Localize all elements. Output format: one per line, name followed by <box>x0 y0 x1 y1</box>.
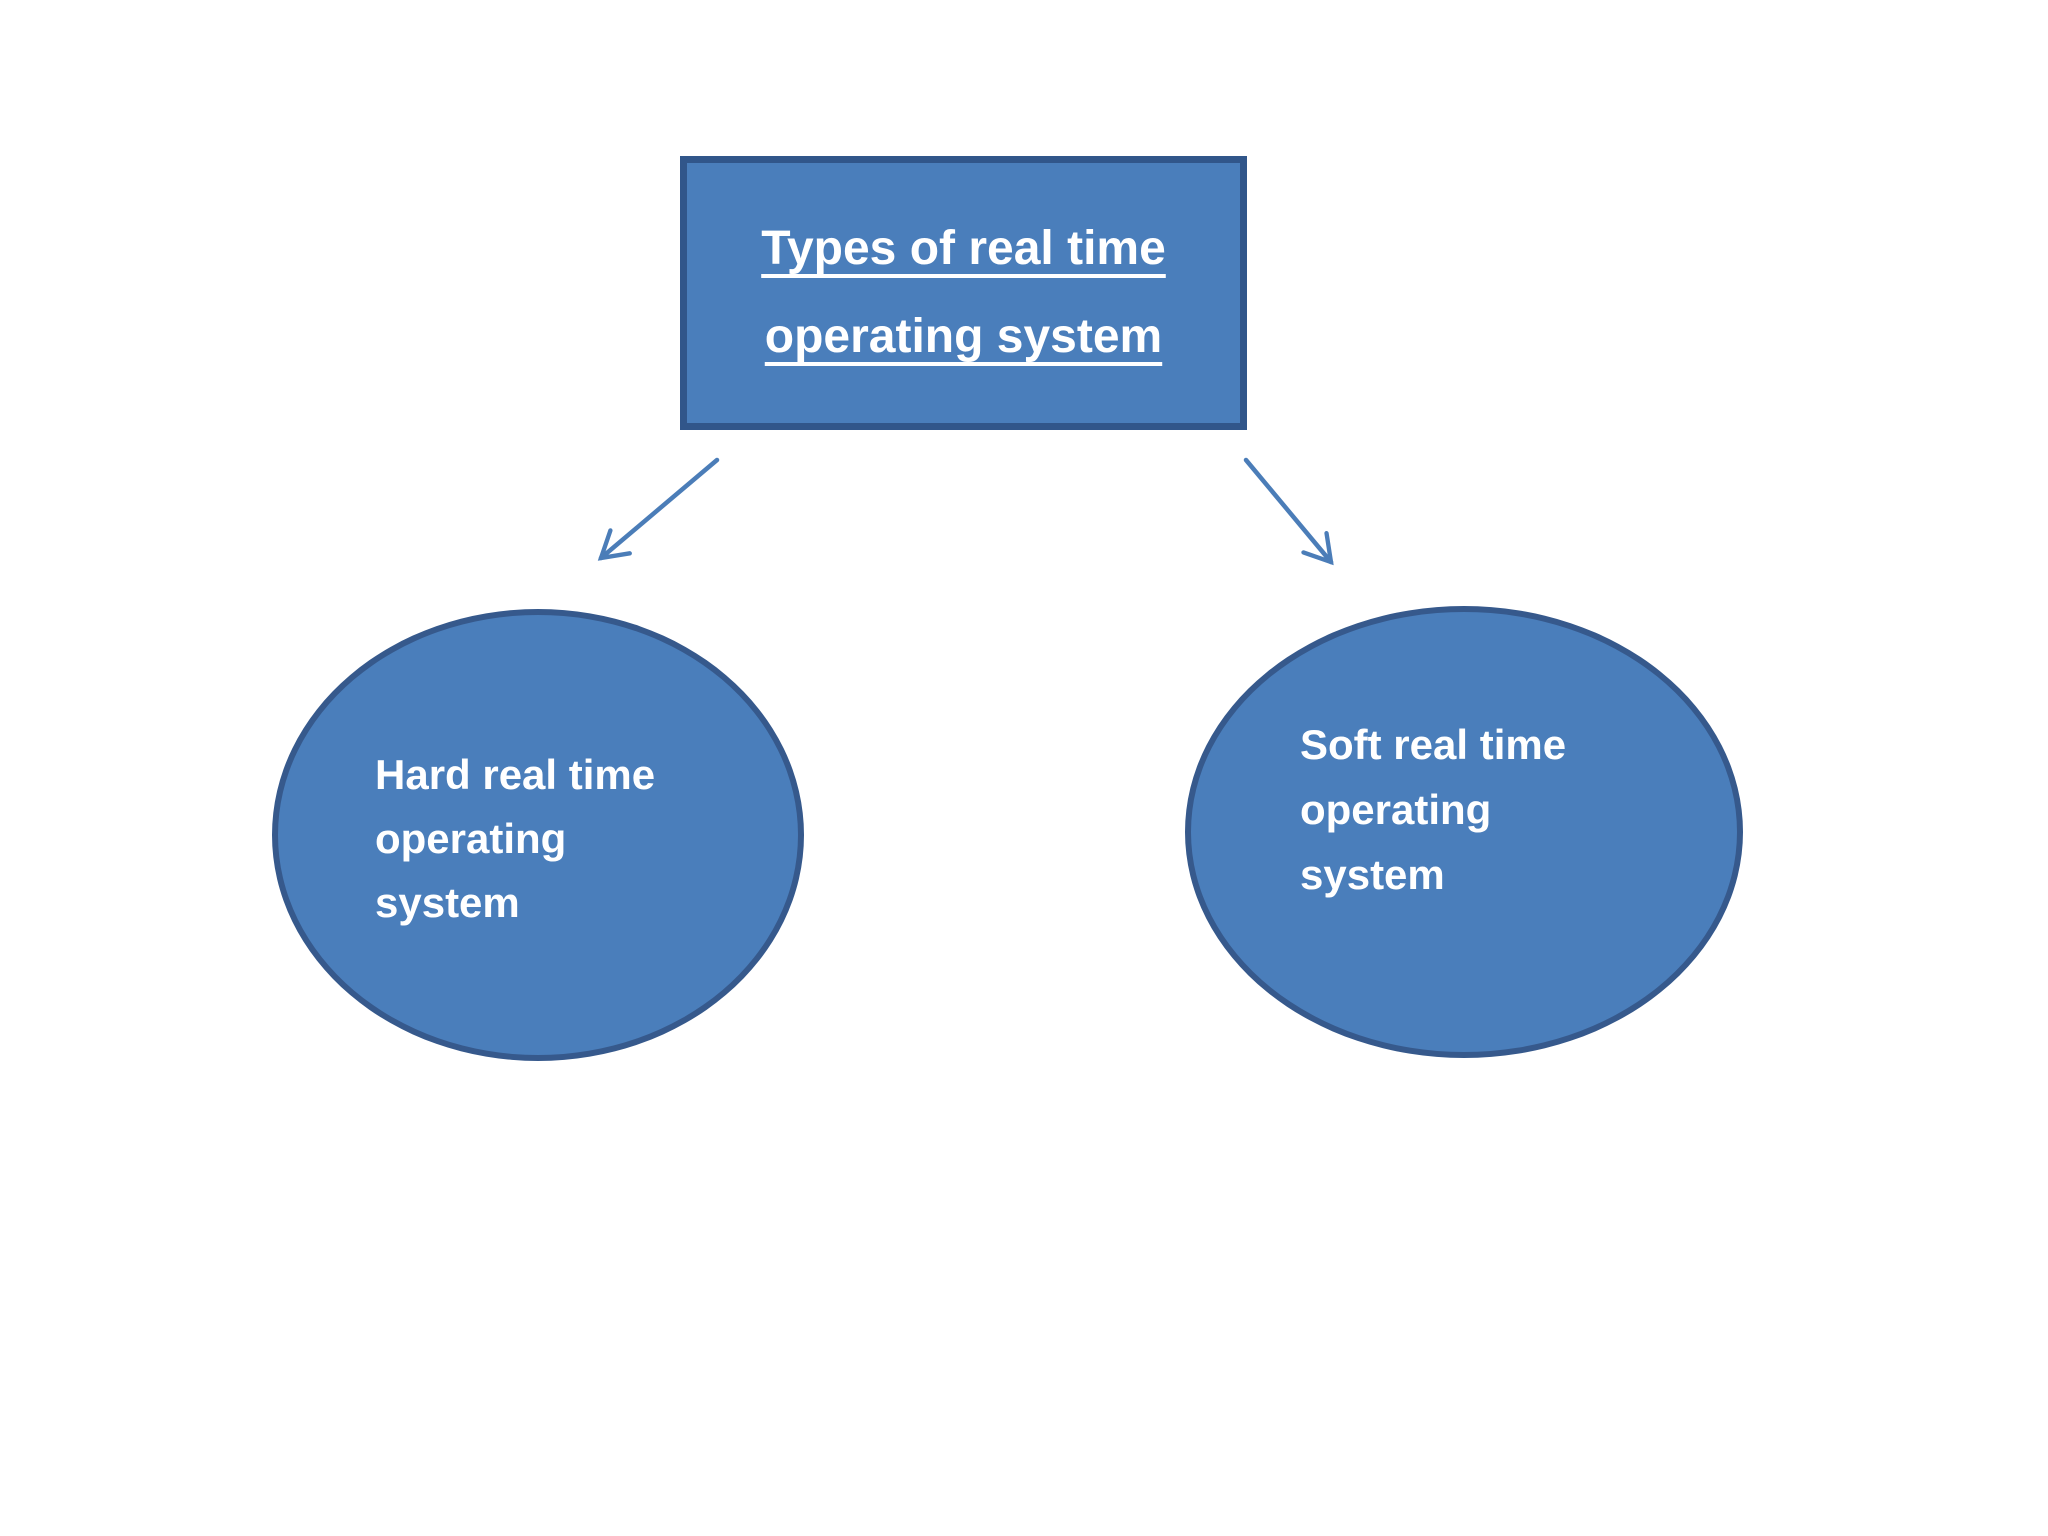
hard-rtos-ellipse <box>272 609 804 1061</box>
soft-rtos-label: Soft real time operating system <box>1300 712 1566 907</box>
soft-rtos-label-line-2: operating <box>1300 786 1492 833</box>
hard-rtos-label: Hard real time operating system <box>375 743 655 935</box>
soft-rtos-ellipse <box>1185 606 1743 1058</box>
hard-rtos-label-line-3: system <box>375 879 520 926</box>
soft-rtos-label-line-1: Soft real time <box>1300 721 1567 768</box>
root-node-title-line-1: Types of real time <box>761 222 1166 275</box>
arrow-to-hard-ellipse <box>597 457 720 561</box>
root-node-title-line-2: operating system <box>764 310 1163 363</box>
hard-rtos-label-line-1: Hard real time <box>375 751 656 798</box>
soft-rtos-label-line-3: system <box>1300 851 1445 898</box>
root-node-types-of-rtos: Types of real time operating system <box>680 156 1247 430</box>
arrow-to-soft-ellipse <box>1243 457 1334 566</box>
hard-rtos-label-line-2: operating <box>375 815 567 862</box>
